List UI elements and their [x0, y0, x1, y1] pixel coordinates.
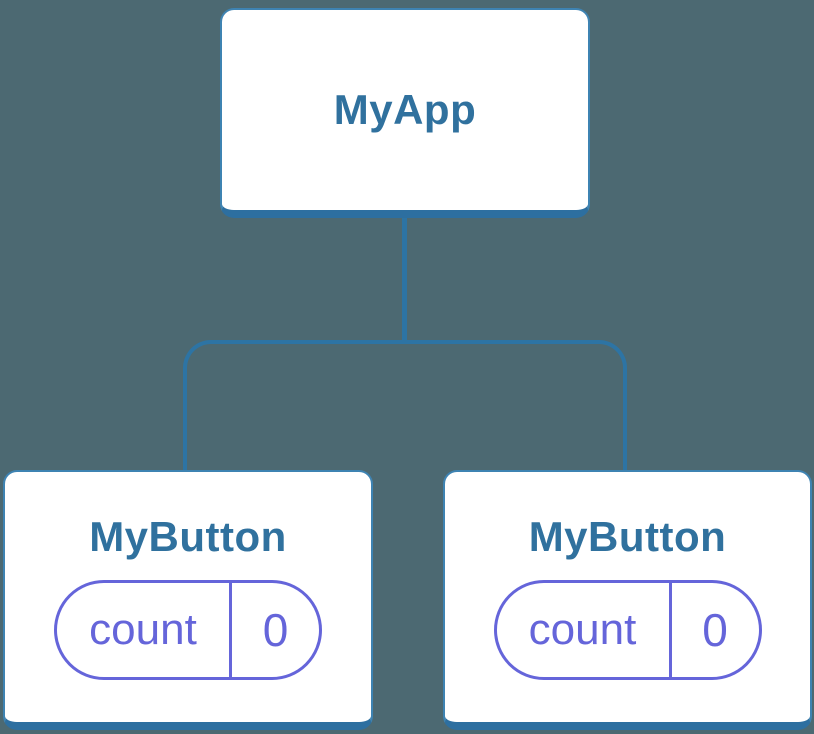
child-node-label: MyButton [89, 513, 287, 560]
state-pill: count 0 [54, 580, 322, 681]
state-key-label: count [57, 583, 232, 678]
tree-node-mybutton-left: MyButton count 0 [3, 470, 373, 730]
state-value: 0 [262, 604, 289, 657]
connector-stem-line [402, 218, 407, 342]
tree-node-root-myapp: MyApp [220, 8, 590, 218]
connector-branch-lines [183, 340, 627, 470]
state-key-label: count [497, 583, 672, 678]
root-node-label: MyApp [333, 85, 477, 133]
tree-node-mybutton-right: MyButton count 0 [443, 470, 812, 730]
state-value: 0 [702, 604, 728, 657]
child-node-label: MyButton [528, 513, 727, 560]
state-pill: count 0 [493, 580, 762, 681]
